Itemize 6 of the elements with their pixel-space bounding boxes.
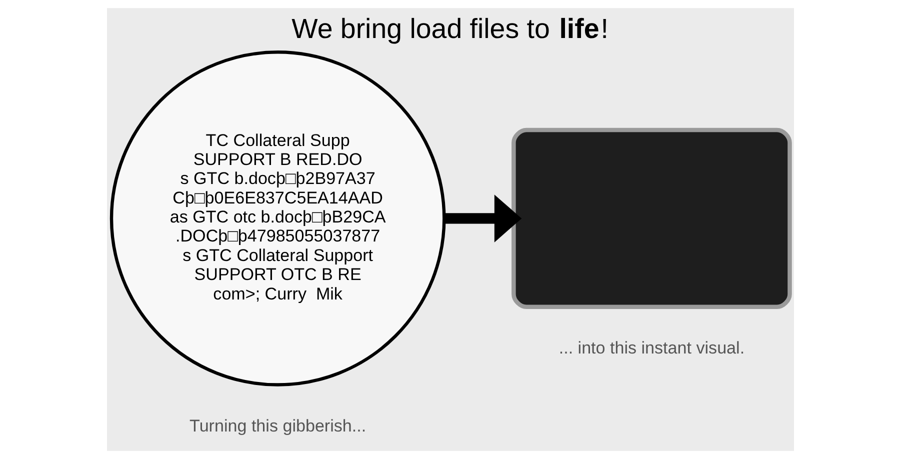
node-box xyxy=(511,128,792,310)
node-circle: TC Collateral Supp SUPPORT B RED.DO s GTC b.docþ□þ2B97A37 Cþ□þ0E6E837C5EA14AAD as GTC otc b.docþ□þB29CA .DOCþ□þ47985055037877 s GTC Collateral Support SUPPORT OTC B RE com>; Curry Mik xyxy=(109,50,446,386)
node-label: ... into this instant visual. xyxy=(558,338,744,358)
diagram-title: We bring load files to life! xyxy=(291,12,608,44)
node-label: Turning this gibberish... xyxy=(189,416,366,436)
arrow xyxy=(444,194,522,242)
